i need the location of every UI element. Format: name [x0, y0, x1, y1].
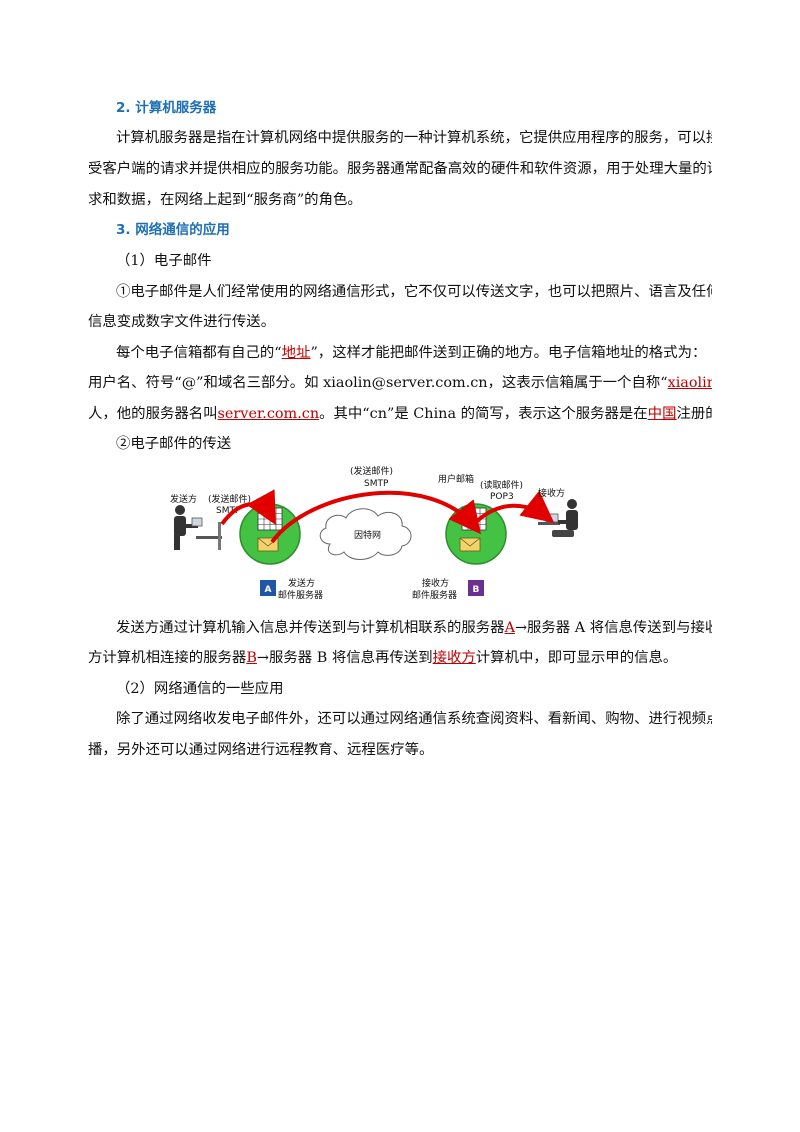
paragraph-line: 人，他的服务器名叫server.com.cn。其中“cn”是 China 的简写…	[88, 404, 712, 424]
paragraph-line: 方计算机相连接的服务器B→服务器 B 将信息再传送到接收方计算机中，即可显示甲的…	[88, 648, 712, 668]
subheading-email-transfer: ②电子邮件的传送	[116, 436, 232, 452]
server-a-badge	[260, 580, 276, 596]
server-b-badge	[468, 580, 484, 596]
paragraph-line: 计算机服务器是指在计算机网络中提供服务的一种计算机系统，它提供应用程序的服务，可…	[116, 130, 712, 146]
link-xiaolin[interactable]: xiaolin	[667, 375, 712, 391]
link-server-b[interactable]: B	[246, 650, 257, 666]
subheading-network-apps: （2）网络通信的一些应用	[116, 681, 284, 697]
paragraph-line: 求和数据，在网络上起到“服务商”的角色。	[88, 192, 362, 208]
internet-cloud-icon	[319, 508, 412, 560]
label-receiver-server-1: 接收方	[422, 577, 449, 589]
label-internet: 因特网	[354, 529, 381, 541]
arrow-sender-to-server-a	[220, 489, 276, 526]
label-send-mail-left: (发送邮件)	[208, 493, 251, 505]
label-sender-server-2: 邮件服务器	[278, 589, 323, 601]
label-pop3: POP3	[490, 492, 514, 502]
link-receiver[interactable]: 接收方	[432, 650, 476, 666]
server-b-icon	[445, 503, 507, 565]
label-send-mail-top: (发送邮件)	[350, 465, 393, 477]
label-smtp-top: SMTP	[364, 479, 389, 489]
paragraph-line: 信息变成数字文件进行传送。	[88, 314, 276, 330]
text-span: 方计算机相连接的服务器	[88, 650, 247, 666]
link-server-a[interactable]: A	[504, 620, 515, 636]
text-span: 发送方通过计算机输入信息并传送到与计算机相联系的服务器	[116, 620, 505, 636]
link-china[interactable]: 中国	[647, 406, 677, 422]
text-span: 人，他的服务器名叫	[88, 406, 218, 422]
paragraph-line: 用户名、符号“@”和域名三部分。如 xiaolin@server.com.cn，…	[88, 373, 712, 393]
receiver-person-icon	[538, 499, 578, 537]
text-span: →服务器 B 将信息再传送到	[256, 650, 433, 666]
link-address[interactable]: 地址	[281, 345, 311, 361]
email-transfer-diagram: 发送方 (发送邮件) SMTP 因特网	[170, 465, 578, 601]
section-heading-network-apps: 3. 网络通信的应用	[116, 222, 230, 238]
paragraph-line: 播，另外还可以通过网络进行远程教育、远程医疗等。	[88, 742, 434, 758]
text-span: ”，这样才能把邮件送到正确的地方。电子信箱地址的格式为：	[310, 345, 707, 361]
label-sender-server-1: 发送方	[288, 577, 315, 589]
arrow-server-a-to-server-b	[270, 490, 481, 544]
text-span: 。其中“cn”是 China 的简写，表示这个服务器是在	[319, 406, 648, 422]
link-server-domain[interactable]: server.com.cn	[217, 406, 320, 422]
label-read-mail: (读取邮件)	[480, 479, 523, 491]
label-user-mailbox: 用户邮箱	[438, 473, 474, 485]
section-heading-computer-server: 2. 计算机服务器	[116, 100, 217, 116]
paragraph-line: 除了通过网络收发电子邮件外，还可以通过网络通信系统查阅资料、看新闻、购物、进行视…	[116, 711, 712, 727]
paragraph-line: 每个电子信箱都有自己的“地址”，这样才能把邮件送到正确的地方。电子信箱地址的格式…	[116, 343, 712, 363]
text-span: →服务器 A 将信息传送到与接收	[514, 620, 712, 636]
paragraph-line: ①电子邮件是人们经常使用的网络通信形式，它不仅可以传送文字，也可以把照片、语言及…	[116, 284, 712, 300]
paragraph-line: 受客户端的请求并提供相应的服务功能。服务器通常配备高效的硬件和软件资源，用于处理…	[88, 161, 712, 177]
text-span: 注册的。	[676, 406, 712, 422]
server-a-badge-text: A	[265, 585, 272, 595]
text-span: 计算机中，即可显示甲的信息。	[475, 650, 678, 666]
server-b-badge-text: B	[473, 585, 480, 595]
label-receiver: 接收方	[538, 487, 565, 499]
sender-person-icon	[174, 505, 222, 550]
label-sender: 发送方	[170, 493, 197, 505]
label-smtp-left: SMTP	[216, 506, 241, 516]
subheading-email: （1）电子邮件	[116, 253, 212, 269]
label-receiver-server-2: 邮件服务器	[412, 589, 457, 601]
arrow-server-b-to-receiver	[474, 490, 555, 524]
text-span: 每个电子信箱都有自己的“	[116, 345, 282, 361]
paragraph-line: 发送方通过计算机输入信息并传送到与计算机相联系的服务器A→服务器 A 将信息传送…	[116, 618, 712, 638]
text-span: 用户名、符号“@”和域名三部分。如 xiaolin@server.com.cn，…	[88, 375, 668, 391]
